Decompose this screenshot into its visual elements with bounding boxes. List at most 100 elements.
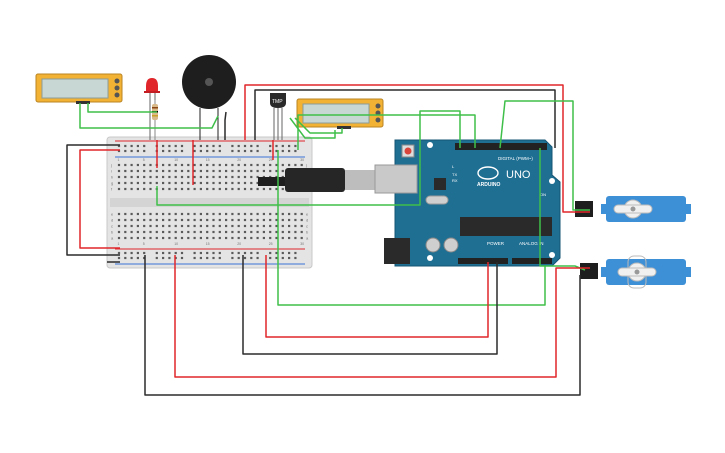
breadboard-hole [180, 169, 184, 173]
breadboard-hole [180, 251, 184, 255]
breadboard-hole [281, 187, 284, 191]
digital-header [455, 143, 547, 150]
breadboard-hole [243, 187, 247, 191]
breadboard-hole [187, 169, 190, 173]
breadboard-hole [180, 236, 184, 240]
breadboard-hole [243, 230, 247, 234]
breadboard-hole [218, 218, 221, 222]
breadboard-hole [225, 175, 228, 179]
breadboard-hole [250, 187, 253, 191]
breadboard-hole [199, 144, 202, 148]
breadboard-hole [180, 224, 184, 228]
breadboard-hole [281, 251, 284, 255]
breadboard-hole [193, 236, 196, 240]
breadboard-column-number: 15 [206, 242, 210, 246]
breadboard-hole [155, 230, 158, 234]
breadboard-hole [275, 149, 278, 153]
breadboard-hole [180, 163, 184, 167]
breadboard-hole [294, 212, 297, 216]
breadboard-hole [256, 163, 259, 167]
breadboard-hole [149, 230, 152, 234]
breadboard-hole [199, 187, 202, 191]
atmega-chip [460, 217, 552, 236]
breadboard-row-letter: e [306, 212, 309, 217]
breadboard-hole [124, 251, 127, 255]
breadboard-hole [136, 212, 139, 216]
breadboard-hole [218, 212, 221, 216]
breadboard-hole [117, 230, 121, 234]
breadboard-hole [288, 163, 291, 167]
breadboard-hole [155, 251, 158, 255]
breadboard-hole [136, 224, 139, 228]
breadboard-hole [180, 218, 184, 222]
breadboard-hole [168, 187, 171, 191]
wire-black [242, 255, 498, 355]
breadboard-hole [149, 224, 152, 228]
breadboard-hole [193, 212, 196, 216]
breadboard-hole [288, 218, 291, 222]
breadboard-hole [281, 212, 284, 216]
breadboard-hole [288, 149, 291, 153]
breadboard-hole [168, 251, 171, 255]
breadboard-hole [155, 256, 158, 260]
breadboard-hole [206, 230, 209, 234]
breadboard-hole [269, 224, 272, 228]
resistor [152, 100, 158, 140]
breadboard-row-letter: d [306, 218, 308, 223]
breadboard-hole [237, 169, 240, 173]
digital-label: DIGITAL (PWM~) [498, 156, 533, 161]
breadboard-column-number: 15 [206, 158, 210, 162]
breadboard-hole [124, 230, 127, 234]
breadboard-hole [294, 224, 297, 228]
breadboard-hole [162, 236, 165, 240]
breadboard-hole [136, 236, 139, 240]
breadboard-hole [212, 224, 215, 228]
breadboard-column-number: 20 [237, 158, 241, 162]
breadboard-hole [206, 218, 209, 222]
breadboard-hole [130, 187, 133, 191]
analog-label: ANALOG IN [519, 241, 544, 246]
breadboard-hole [193, 149, 196, 153]
breadboard-hole [262, 224, 265, 228]
breadboard-hole [281, 144, 284, 148]
breadboard-hole [124, 163, 127, 167]
breadboard-hole [212, 149, 215, 153]
breadboard-row-letter: g [111, 181, 113, 186]
sensor-label: TMP [272, 99, 283, 105]
breadboard-hole [243, 224, 247, 228]
breadboard-hole [143, 218, 146, 222]
lcd-display-left [35, 73, 123, 104]
servo-motor-top [575, 196, 691, 222]
breadboard-hole [212, 144, 215, 148]
breadboard-hole [212, 256, 215, 260]
breadboard-hole [294, 163, 297, 167]
power-header [458, 258, 508, 264]
breadboard-hole [250, 230, 253, 234]
breadboard-hole [199, 224, 202, 228]
breadboard-hole [294, 149, 297, 153]
on-label: ON [540, 192, 546, 197]
breadboard-hole [237, 251, 240, 255]
breadboard-hole [256, 175, 259, 179]
breadboard-row-letter: e [111, 212, 114, 217]
breadboard-hole [143, 224, 146, 228]
breadboard-hole [155, 212, 158, 216]
breadboard-hole [206, 236, 209, 240]
breadboard-hole [130, 144, 133, 148]
breadboard-hole [149, 169, 152, 173]
breadboard-hole [206, 212, 209, 216]
breadboard-hole [281, 218, 284, 222]
breadboard-hole [218, 230, 221, 234]
breadboard-hole [275, 256, 278, 260]
breadboard-hole [300, 218, 303, 222]
breadboard-hole [143, 212, 146, 216]
breadboard-hole [256, 149, 259, 153]
wire-green [79, 103, 219, 129]
analog-header [512, 258, 552, 264]
breadboard-row-letter: a [306, 236, 309, 241]
breadboard-hole [168, 230, 171, 234]
breadboard-hole [294, 251, 297, 255]
breadboard-hole [143, 251, 146, 255]
breadboard-hole [237, 175, 240, 179]
breadboard-hole [168, 181, 171, 185]
